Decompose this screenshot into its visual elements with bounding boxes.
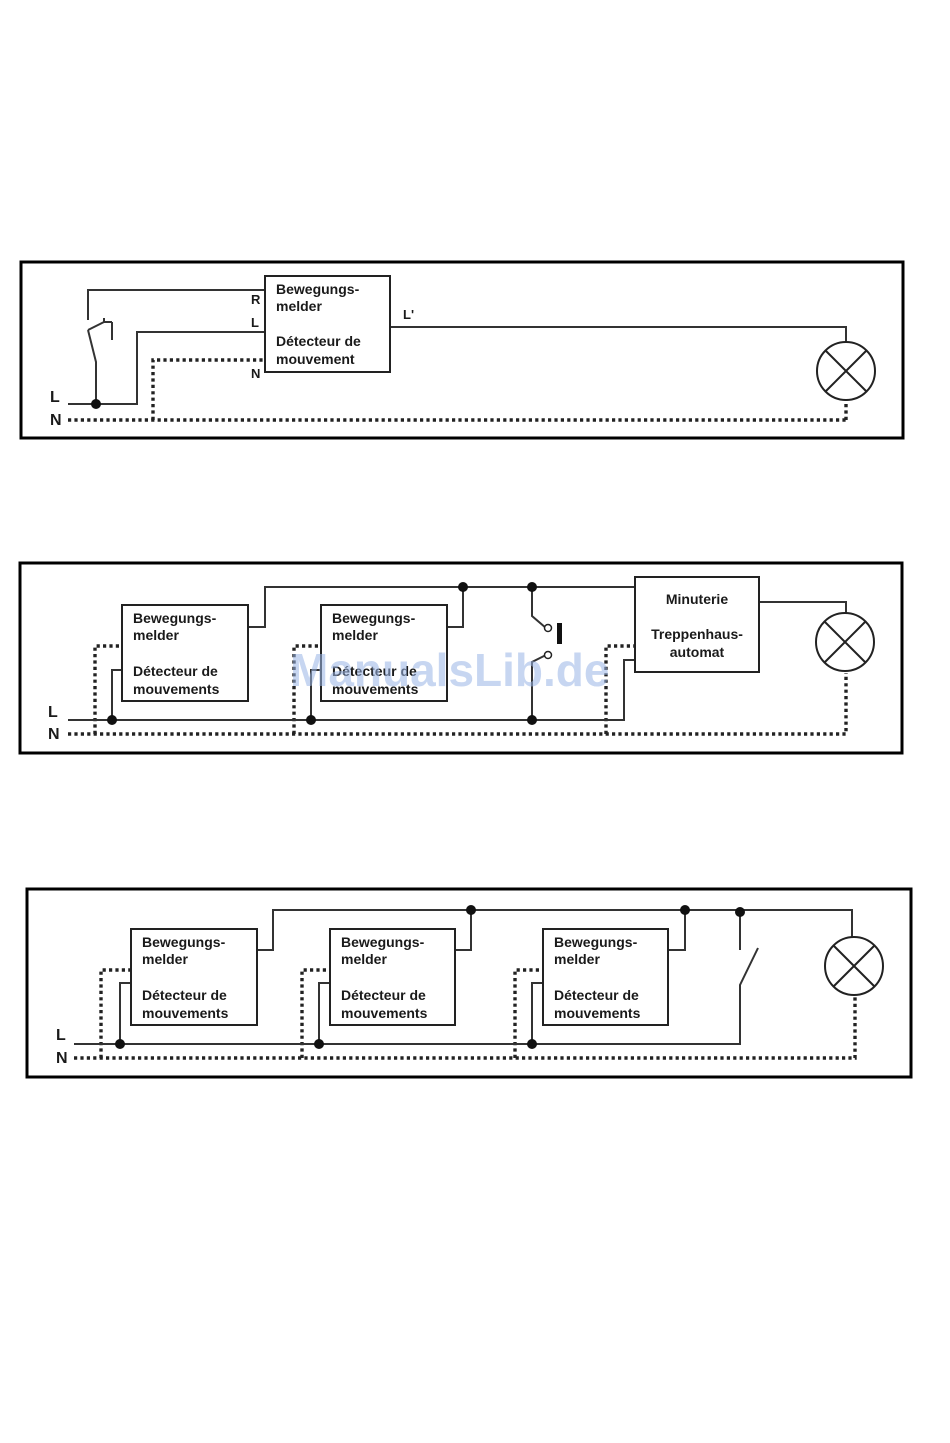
detector-box	[264, 275, 391, 373]
control-bus	[248, 586, 635, 628]
switch-r-wire	[87, 289, 265, 320]
junction-dot	[735, 907, 745, 917]
junction-dot	[466, 905, 476, 915]
pushbutton-icon	[557, 623, 562, 644]
detector-1-label-2: melder	[133, 627, 179, 643]
switch-lower-wire	[87, 329, 97, 404]
terminal-r-label: R	[251, 292, 261, 307]
junction-dot	[107, 715, 117, 725]
detector-2-output	[455, 910, 472, 951]
detector-3-label-4: mouvements	[554, 1005, 641, 1021]
detector-1-label-1: Bewegungs-	[133, 610, 217, 626]
output-label: L'	[403, 307, 414, 322]
detector-3-label-1: Bewegungs-	[554, 934, 638, 950]
neutral-line	[74, 997, 857, 1060]
pushbutton-contact-bottom	[543, 650, 553, 660]
detector-label-2: melder	[276, 298, 322, 314]
detector-2-label-2: melder	[332, 627, 378, 643]
detector-1-label-4: mouvements	[142, 1005, 229, 1021]
detector-box-2	[329, 928, 456, 1026]
detector-3-label-2: melder	[554, 951, 600, 967]
timer-label-1: Minuterie	[666, 591, 728, 607]
diagram-2-frame	[18, 561, 904, 755]
timer-label-2: Treppenhaus-	[651, 626, 743, 642]
junction-dot	[527, 715, 537, 725]
detector-1-label-2: melder	[142, 951, 188, 967]
line-n-label: N	[48, 726, 60, 743]
live-line	[68, 331, 265, 405]
live-detector-2	[318, 982, 330, 1044]
diagram-2: Bewegungs- melder Détecteur de mouvement…	[18, 561, 904, 755]
lamp-icon	[815, 612, 875, 672]
detector-label-1: Bewegungs-	[276, 281, 360, 297]
detector-1-label-1: Bewegungs-	[142, 934, 226, 950]
detector-3-output	[668, 910, 686, 951]
switch-contact-icon	[87, 318, 113, 340]
live-detector-1	[111, 669, 122, 720]
live-detector-1	[119, 982, 131, 1044]
diagram-1: Bewegungs- melder Détecteur de mouvement…	[19, 260, 905, 440]
junction-dot	[527, 582, 537, 592]
junction-dot	[91, 399, 101, 409]
detector-box-2	[320, 604, 448, 702]
line-l-label: L	[56, 1027, 66, 1044]
timer-box	[634, 576, 760, 673]
diagram-3: Bewegungs- melder Détecteur de mouvement…	[25, 887, 913, 1079]
live-detector-3	[531, 982, 543, 1044]
line-l-label: L	[48, 704, 58, 721]
diagram-3-frame	[25, 887, 913, 1079]
detector-2-output	[447, 587, 464, 628]
junction-dot	[115, 1039, 125, 1049]
junction-dot	[314, 1039, 324, 1049]
detector-box-1	[121, 604, 249, 702]
line-l-label: L	[50, 389, 60, 406]
detector-2-label-1: Bewegungs-	[341, 934, 425, 950]
detector-2-label-4: mouvements	[332, 681, 419, 697]
terminal-l-label: L	[251, 315, 259, 330]
pushbutton-contact-top	[543, 623, 553, 633]
junction-dot	[306, 715, 316, 725]
detector-2-label-1: Bewegungs-	[332, 610, 416, 626]
watermark: ManualsLib.de	[290, 644, 609, 696]
detector-2-label-3: Détecteur de	[341, 987, 426, 1003]
junction-dot	[680, 905, 690, 915]
live-line	[74, 947, 759, 1045]
lamp-icon	[824, 936, 884, 996]
detector-2-label-3: Détecteur de	[332, 663, 417, 679]
detector-box-1	[130, 928, 258, 1026]
detector-3-label-3: Détecteur de	[554, 987, 639, 1003]
control-bus	[257, 909, 853, 951]
junction-dot	[458, 582, 468, 592]
timer-label-3: automat	[670, 644, 725, 660]
junction-dot	[527, 1039, 537, 1049]
timer-output-wire	[759, 601, 847, 613]
diagram-1-frame	[19, 260, 905, 440]
output-wire	[390, 326, 847, 342]
line-n-label: N	[56, 1050, 68, 1067]
detector-label-4: mouvement	[276, 351, 355, 367]
detector-label-3: Détecteur de	[276, 333, 361, 349]
detector-1-label-3: Détecteur de	[142, 987, 227, 1003]
lamp-icon	[816, 341, 876, 401]
live-detector-2	[310, 669, 321, 720]
neutral-detector-feed	[151, 358, 265, 420]
pushbutton-wires	[531, 587, 547, 720]
detector-2-label-4: mouvements	[341, 1005, 428, 1021]
line-n-label: N	[50, 412, 62, 429]
detector-2-label-2: melder	[341, 951, 387, 967]
terminal-n-label: N	[251, 366, 260, 381]
detector-1-label-4: mouvements	[133, 681, 220, 697]
detector-1-label-3: Détecteur de	[133, 663, 218, 679]
live-line	[68, 659, 635, 721]
detector-box-3	[542, 928, 669, 1026]
